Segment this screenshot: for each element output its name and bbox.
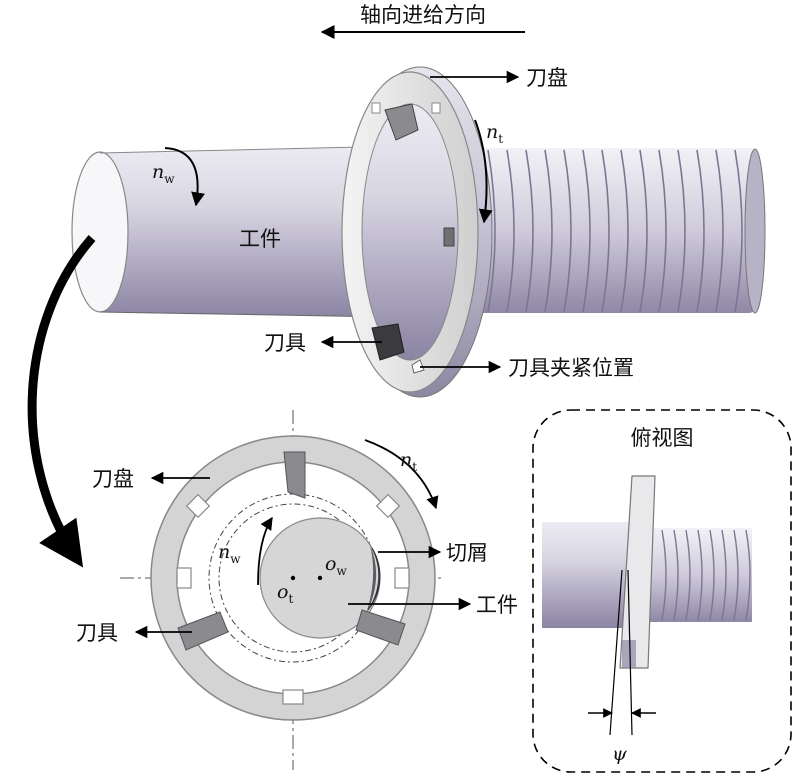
thread-section [470, 148, 766, 314]
cutter-rotation-arrow-front [364, 439, 439, 510]
axial-feed-label: 轴向进给方向 [360, 3, 486, 27]
o-t-symbol: ot [277, 581, 293, 606]
n-t-symbol-top: nt [486, 121, 503, 146]
n-w-symbol-top: nw [152, 161, 175, 186]
tool-label-front: 刀具 [76, 621, 118, 645]
isometric-view: 轴向进给方向 [27, 3, 766, 568]
top-view-title: 俯视图 [631, 426, 694, 450]
cutter-disk-3d [341, 66, 493, 398]
o-w-symbol: ow [325, 553, 347, 578]
cutter-rotation-arrow-top [474, 119, 493, 224]
workpiece-rotation-arrow [164, 147, 205, 207]
workpiece-rotation-arrow-front [257, 516, 273, 586]
view-transition-arrow [27, 235, 96, 568]
n-w-symbol-front: nw [218, 541, 241, 566]
workpiece-label-top: 工件 [239, 227, 281, 251]
tool-clamp-label: 刀具夹紧位置 [508, 356, 634, 380]
front-view: nw nt ow ot 刀盘 切屑 工件 刀具 [76, 410, 518, 770]
ring-notches [176, 493, 410, 705]
top-view-inset: 俯视图 ψ [532, 409, 792, 773]
chips-label: 切屑 [446, 541, 488, 565]
tool-label-top: 刀具 [264, 331, 306, 355]
chips-crescent [367, 547, 381, 611]
psi-symbol: ψ [612, 743, 628, 765]
cutter-disk-label-front: 刀盘 [92, 467, 134, 491]
n-t-symbol-front: nt [400, 449, 417, 474]
front-tools [177, 451, 406, 651]
workpiece-label-front: 工件 [476, 593, 518, 617]
cutter-disk-label-top: 刀盘 [526, 66, 568, 90]
